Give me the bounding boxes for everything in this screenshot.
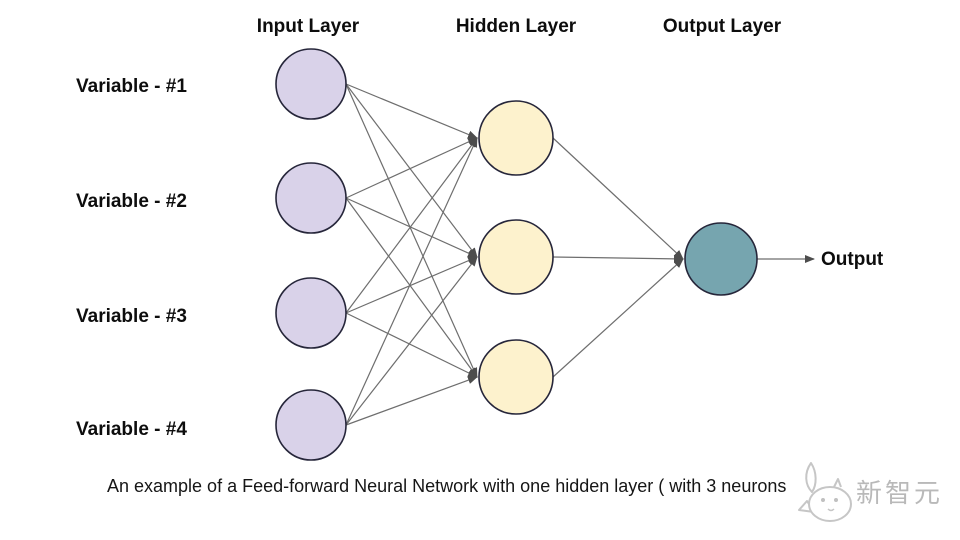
hidden-node-2 xyxy=(478,219,554,295)
header-hidden-layer: Hidden Layer xyxy=(455,16,577,37)
edge-input3-hidden2 xyxy=(345,256,478,314)
caption: An example of a Feed-forward Neural Netw… xyxy=(107,476,787,496)
edge-hidden1-output xyxy=(552,137,684,260)
edge-hidden2-output xyxy=(552,254,684,263)
variable-3-label: Variable - #3 xyxy=(76,306,187,327)
input-node-3 xyxy=(275,277,347,349)
variable-2-label: Variable - #2 xyxy=(76,191,187,212)
edge-input1-hidden1 xyxy=(345,83,478,139)
edge-input2-hidden2 xyxy=(345,197,478,258)
output-node xyxy=(684,222,758,296)
edge-input2-hidden3 xyxy=(345,197,478,378)
header-output-layer: Output Layer xyxy=(662,16,782,37)
edge-input4-hidden3 xyxy=(345,376,478,426)
input-node-4 xyxy=(275,389,347,461)
edge-input4-hidden2 xyxy=(345,256,478,426)
input-node-2 xyxy=(275,162,347,234)
edge-input3-hidden1 xyxy=(345,137,478,314)
variable-4-label: Variable - #4 xyxy=(76,419,187,440)
header-input-layer: Input Layer xyxy=(256,16,360,37)
input-node-1 xyxy=(275,48,347,120)
output-label: Output xyxy=(821,249,884,270)
edge-input2-hidden1 xyxy=(345,137,478,199)
variable-1-label: Variable - #1 xyxy=(76,76,187,97)
edge-input4-hidden1 xyxy=(345,137,478,426)
hidden-node-1 xyxy=(478,100,554,176)
edge-input3-hidden3 xyxy=(345,312,478,378)
hidden-node-3 xyxy=(478,339,554,415)
edge-input1-hidden2 xyxy=(345,83,478,258)
edge-hidden3-output xyxy=(552,258,684,378)
edge-input1-hidden3 xyxy=(345,83,478,378)
